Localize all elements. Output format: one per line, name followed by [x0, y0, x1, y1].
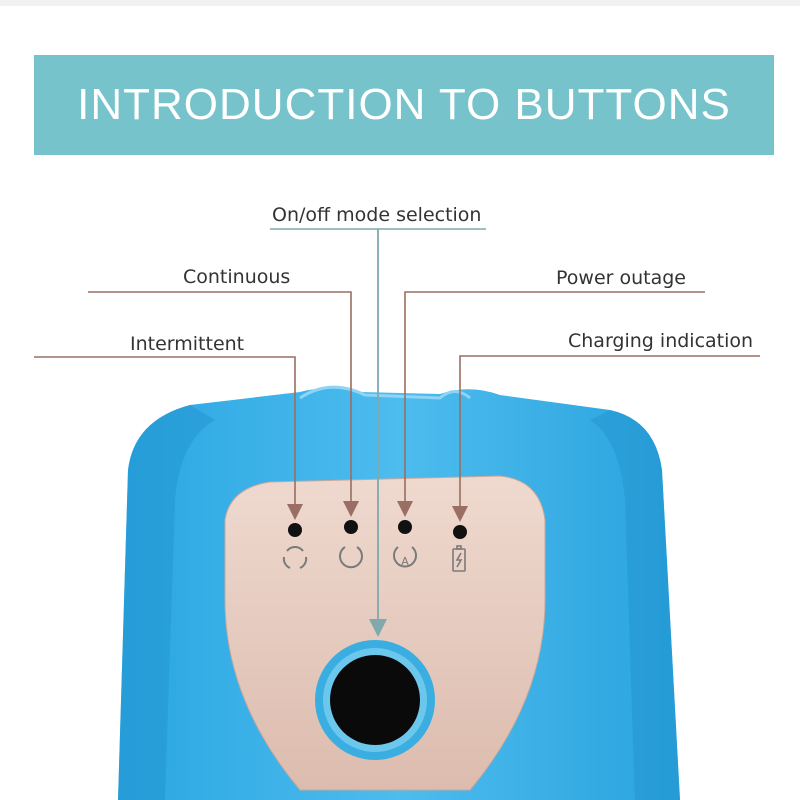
continuous-leader — [88, 291, 359, 517]
callout-mode-selection: On/off mode selection — [272, 204, 482, 226]
power-button — [330, 655, 420, 745]
leader-lines — [34, 291, 760, 522]
continuous-icon — [339, 546, 363, 569]
callout-charging: Charging indication — [568, 330, 754, 352]
intermittent-leader — [34, 356, 303, 520]
continuous-led — [344, 520, 358, 534]
banner-title: INTRODUCTION TO BUTTONS — [77, 80, 731, 129]
power-outage-leader — [397, 291, 705, 517]
power-outage-icon-letter: A — [401, 555, 409, 568]
power-outage-icon — [393, 546, 417, 568]
intermittent-icon — [282, 546, 308, 569]
charging-icon — [452, 545, 466, 572]
callout-intermittent: Intermittent — [130, 333, 245, 355]
charging-leader — [452, 355, 760, 522]
device-left-shade — [118, 405, 215, 800]
callout-power-outage: Power outage — [556, 267, 686, 289]
power-outage-led — [398, 520, 412, 534]
title-banner: INTRODUCTION TO BUTTONS — [34, 55, 774, 155]
callout-continuous: Continuous — [183, 266, 291, 288]
top-strip — [0, 0, 800, 6]
charging-led — [453, 525, 467, 539]
device-right-shade — [590, 410, 680, 800]
intermittent-led — [288, 523, 302, 537]
